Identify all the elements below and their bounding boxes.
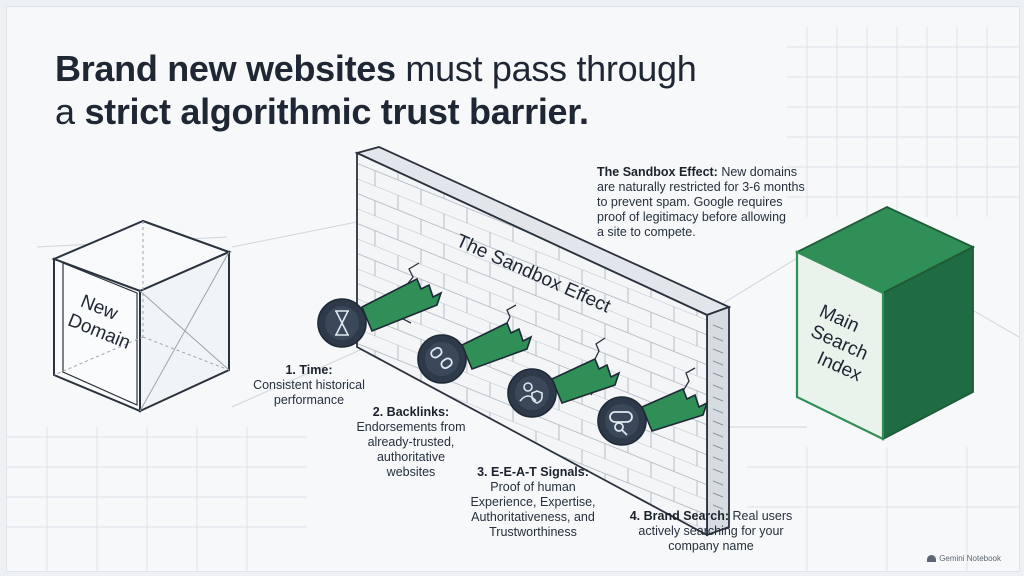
signal-text: Consistent historical: [253, 378, 365, 392]
signal-text: actively searching for your: [638, 524, 784, 538]
note-line-3: proof of legitimacy before allowing: [597, 210, 786, 224]
signal-label-brand-search: 4. Brand Search: Real users actively sea…: [611, 509, 811, 554]
title-bold-1: Brand new websites: [55, 48, 396, 89]
hourglass-icon: [335, 310, 349, 336]
key-brand-search: [597, 387, 709, 446]
signal-title: 4. Brand Search:: [629, 509, 730, 523]
signal-label-eeat: 3. E-E-A-T Signals: Proof of human Exper…: [455, 465, 611, 540]
signal-text: websites: [386, 465, 436, 479]
note-line-4: a site to compete.: [597, 225, 696, 239]
background-grid: [7, 27, 1019, 571]
search-icon: [609, 411, 633, 436]
title-pre-2: a: [55, 91, 85, 132]
sandbox-diagram: New Domain The Sandbox Effect Main Searc…: [51, 146, 976, 537]
signal-text: already-trusted,: [367, 435, 455, 449]
key-time: [317, 277, 443, 348]
signal-text: Trustworthiness: [489, 525, 577, 539]
signal-text: Proof of human: [490, 480, 576, 494]
note-line-0: New domains: [721, 165, 798, 179]
signal-text: Real users: [732, 509, 793, 523]
signal-label-backlinks: 2. Backlinks: Endorsements from already-…: [341, 405, 481, 480]
key-eeat: [507, 357, 621, 418]
page-title: Brand new websites must pass through a s…: [55, 47, 815, 133]
signal-text: company name: [668, 539, 754, 553]
notebook-logo-icon: [927, 555, 937, 562]
signal-text: Authoritativeness, and: [471, 510, 595, 524]
signal-title: 2. Backlinks:: [372, 405, 450, 419]
footer-text: Gemini Notebook: [939, 554, 1001, 563]
note-line-2: to prevent spam. Google requires: [597, 195, 783, 209]
note-line-1: are naturally restricted for 3-6 months: [597, 180, 805, 194]
title-bold-2: strict algorithmic trust barrier.: [84, 91, 589, 132]
signal-text: authoritative: [376, 450, 446, 464]
footer-branding: Gemini Notebook: [927, 554, 1001, 563]
title-rest-1: must pass through: [395, 48, 697, 89]
main-search-index-cube: [794, 206, 976, 441]
signal-text: performance: [273, 393, 345, 407]
user-shield-icon: [519, 382, 543, 404]
sandbox-note: The Sandbox Effect: New domains are natu…: [597, 165, 847, 240]
signal-text: Endorsements from: [356, 420, 466, 434]
signal-label-time: 1. Time: Consistent historical performan…: [239, 363, 379, 408]
signal-title: 3. E-E-A-T Signals:: [477, 465, 589, 479]
signal-text: Experience, Expertise,: [470, 495, 596, 509]
note-title: The Sandbox Effect:: [597, 165, 718, 179]
infographic-frame: Brand new websites must pass through a s…: [6, 6, 1020, 572]
new-domain-cube: [51, 219, 232, 413]
link-icon: [430, 346, 453, 370]
signal-title: 1. Time:: [285, 363, 333, 377]
key-backlinks: [417, 321, 533, 384]
